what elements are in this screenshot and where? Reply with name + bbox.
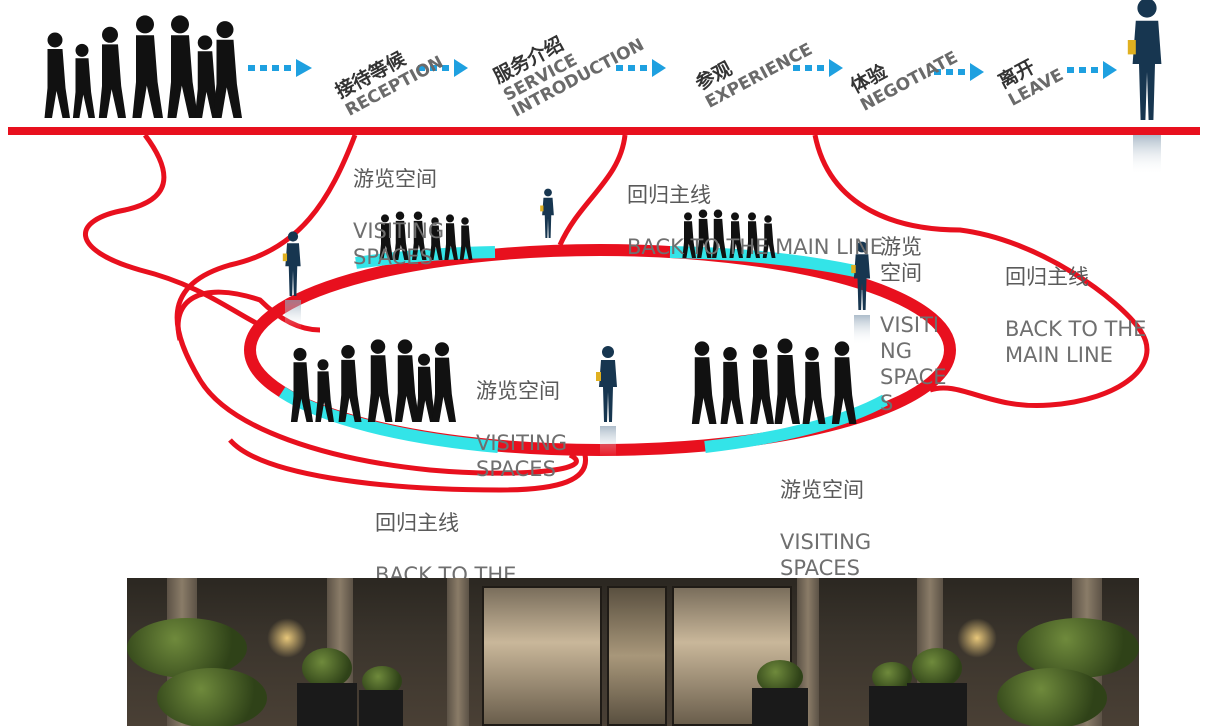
label-back-top: 回归主线 BACK TO THE MAIN LINE — [627, 156, 883, 260]
label-zh: 游览空间 — [780, 478, 864, 502]
label-visiting-center: 游览空间 VISITING SPACES — [476, 352, 567, 482]
label-visiting-bottom: 游览空间 VISITING SPACES — [780, 451, 871, 581]
label-visiting-right: 游览 空间 VISITI NG SPACE S — [880, 208, 947, 416]
label-en: VISITING SPACES — [780, 530, 872, 580]
label-en: BACK TO THE MAIN LINE — [1005, 317, 1147, 367]
lobby-entrance-photo — [127, 578, 1139, 726]
label-back-right: 回归主线 BACK TO THE MAIN LINE — [1005, 238, 1146, 368]
label-en: VISITI NG SPACE S — [880, 313, 947, 415]
label-zh: 游览空间 — [353, 167, 437, 191]
arrow-icon — [418, 59, 468, 77]
arrow-icon — [248, 59, 312, 77]
label-visiting-top: 游览空间 VISITING SPACES — [353, 140, 444, 270]
crowd-silhouettes-top — [44, 15, 242, 119]
guide-figure — [282, 231, 301, 330]
label-en: VISITING SPACES — [353, 219, 445, 269]
arrow-icon — [934, 63, 984, 81]
flow-arrows — [248, 59, 1117, 81]
guide-figure — [596, 346, 617, 458]
label-zh: 回归主线 — [375, 511, 459, 535]
guide-figures — [282, 0, 1162, 458]
label-en: VISITING SPACES — [476, 431, 568, 481]
label-en: BACK TO THE MAIN LINE — [627, 235, 884, 259]
main-line — [8, 127, 1200, 135]
label-zh: 游览 空间 — [880, 235, 922, 285]
arrow-icon — [1067, 61, 1117, 79]
label-zh: 游览空间 — [476, 379, 560, 403]
guide-figure — [851, 241, 871, 345]
guide-figure — [540, 188, 554, 238]
label-zh: 回归主线 — [1005, 265, 1089, 289]
return-paths — [83, 133, 1150, 493]
label-zh: 回归主线 — [627, 183, 711, 207]
arrow-icon — [616, 59, 666, 77]
guide-figure-leave — [1127, 0, 1162, 175]
arrow-icon — [793, 59, 843, 77]
